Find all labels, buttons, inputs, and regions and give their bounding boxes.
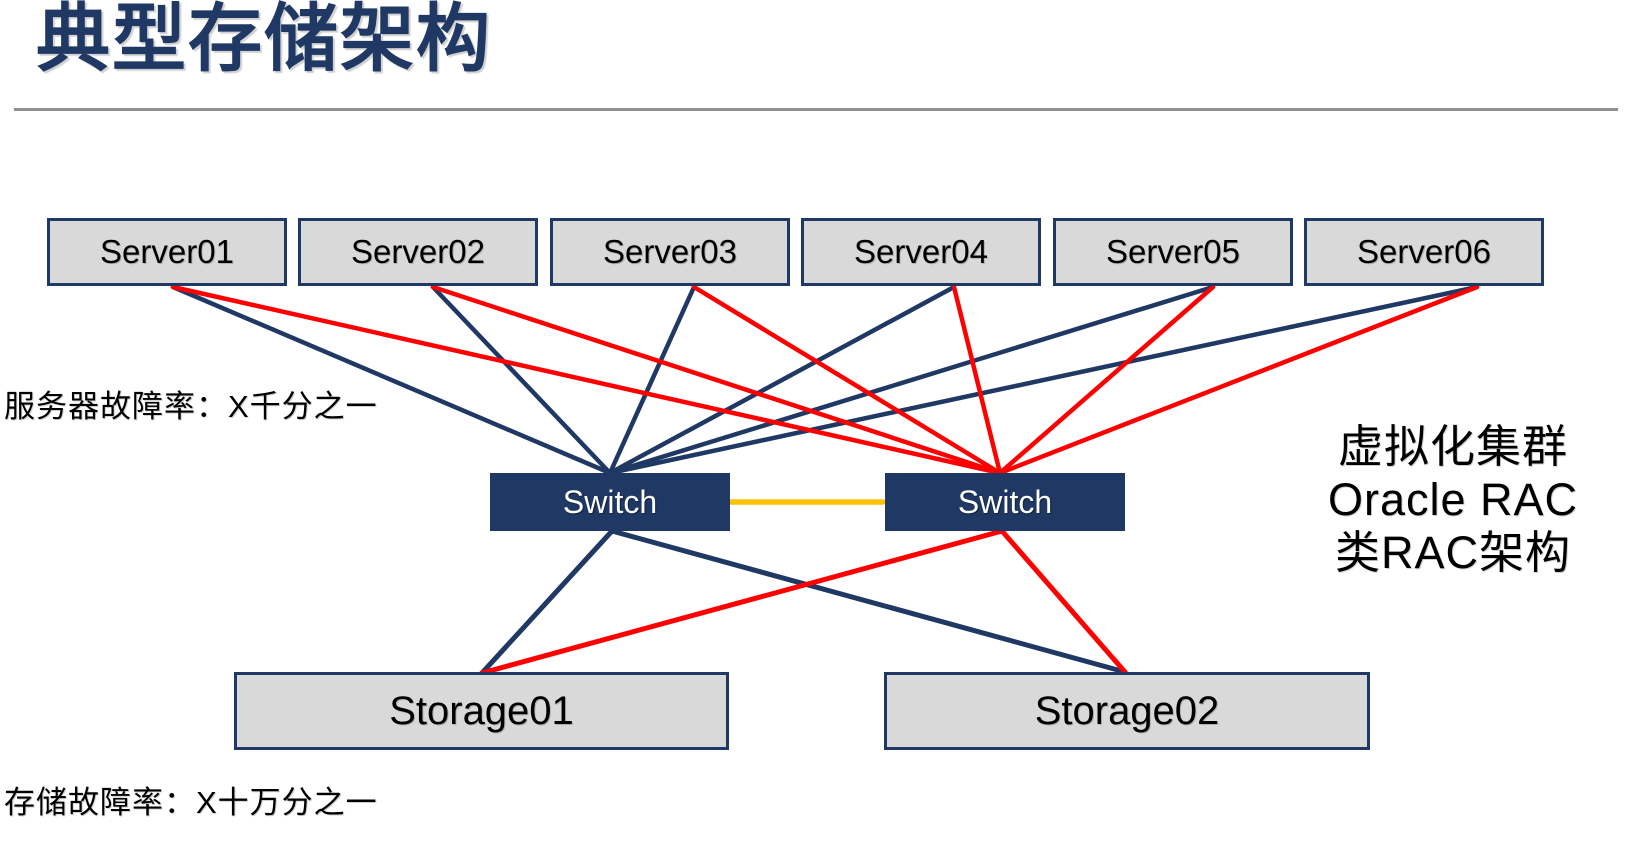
page-title: 典型存储架构: [36, 0, 492, 80]
red-link-line: [997, 284, 1216, 476]
red-link-line: [951, 284, 1003, 476]
switch1-node: Switch: [490, 473, 730, 531]
red-link-line: [997, 284, 1480, 476]
server04-node: Server04: [801, 218, 1041, 286]
red-link-line: [999, 528, 1128, 675]
red-link-line: [691, 284, 1003, 476]
cluster-note-line-1: 虚拟化集群: [1337, 421, 1568, 472]
red-link-line: [479, 528, 1005, 676]
server06-node: Server06: [1304, 218, 1544, 286]
storage-failure-rate-label: 存储故障率：X十万分之一: [4, 785, 378, 820]
switch2-node: Switch: [885, 473, 1125, 531]
cluster-note-line-3: 类RAC架构: [1334, 527, 1571, 578]
storage01-node: Storage01: [234, 672, 729, 750]
navy-link-line: [607, 284, 957, 476]
navy-link-line: [479, 528, 615, 676]
red-link-line: [170, 284, 1003, 476]
red-link-line: [430, 284, 1003, 476]
server-failure-rate-label: 服务器故障率：X千分之一: [4, 389, 378, 424]
title-divider: [14, 108, 1618, 111]
storage02-node: Storage02: [884, 672, 1370, 750]
server05-node: Server05: [1053, 218, 1293, 286]
navy-link-line: [607, 284, 1480, 476]
server03-node: Server03: [550, 218, 790, 286]
navy-link-line: [430, 284, 613, 476]
cluster-note-line-2: Oracle RAC: [1327, 474, 1579, 525]
server02-node: Server02: [298, 218, 538, 286]
navy-link-line: [607, 284, 1216, 476]
navy-link-line: [607, 284, 697, 476]
navy-link-line: [609, 528, 1128, 675]
navy-link-line: [170, 284, 613, 476]
server01-node: Server01: [47, 218, 287, 286]
cluster-note: 虚拟化集群 Oracle RAC 类RAC架构: [1322, 420, 1584, 579]
